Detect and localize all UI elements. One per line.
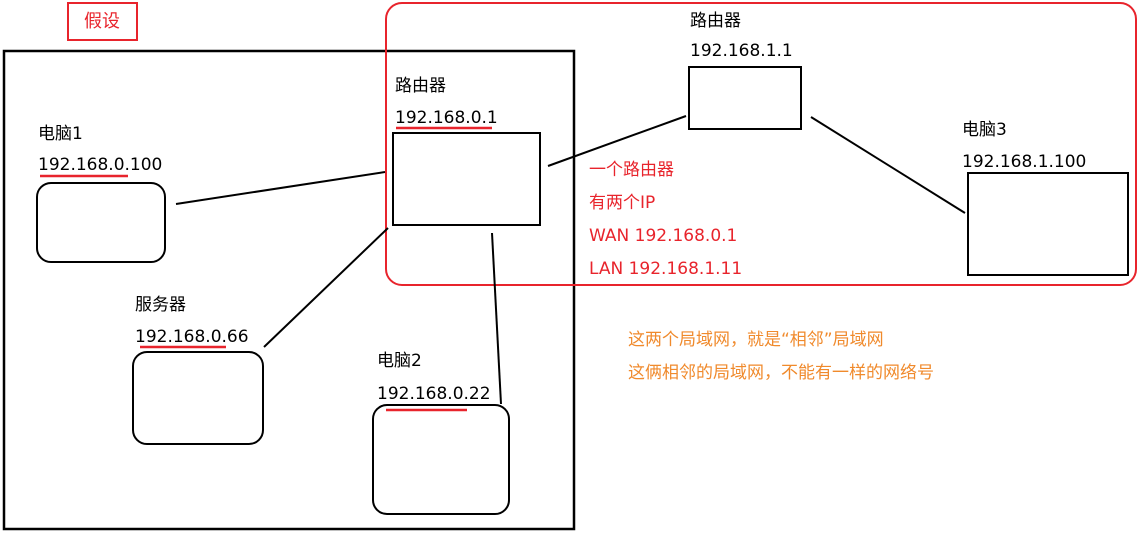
router-note-line3: WAN 192.168.0.1	[589, 226, 738, 246]
pc1-box	[36, 182, 166, 263]
pc3-ip: 192.168.1.100	[962, 152, 1087, 172]
server-ip: 192.168.0.66	[135, 327, 249, 347]
router-note-line2: 有两个IP	[589, 193, 656, 213]
title-box	[67, 2, 138, 41]
pc2-label: 电脑2	[377, 351, 422, 371]
link-pc2-router	[491, 232, 502, 405]
server-box	[132, 351, 264, 445]
link-server-router	[263, 227, 389, 348]
pc1-ip: 192.168.0.100	[38, 155, 163, 175]
link-pc1-router	[175, 171, 386, 205]
lan-note-line2: 这俩相邻的局域网，不能有一样的网络号	[628, 363, 934, 383]
pc3-box	[967, 172, 1129, 276]
lan-boundary-left	[2, 49, 576, 531]
pc1-label: 电脑1	[38, 124, 83, 144]
pc2-box	[372, 404, 510, 515]
router-top-box	[688, 66, 802, 130]
router-main-label: 路由器	[395, 76, 446, 96]
pc2-ip: 192.168.0.22	[377, 384, 491, 404]
router-top-label: 路由器	[690, 11, 741, 31]
router-note-line1: 一个路由器	[589, 160, 674, 180]
pc3-label: 电脑3	[962, 120, 1007, 140]
link-router-pc3	[810, 116, 966, 214]
lan-boundary-right	[385, 2, 1137, 286]
server-label: 服务器	[135, 295, 186, 315]
router-main-ip: 192.168.0.1	[395, 108, 498, 128]
title-label: 假设	[84, 11, 120, 32]
router-note-line4: LAN 192.168.1.11	[589, 259, 743, 279]
lan-note-line1: 这两个局域网，就是“相邻”局域网	[628, 330, 884, 350]
router-main-box	[392, 132, 541, 226]
router-top-ip: 192.168.1.1	[690, 41, 793, 61]
link-router-router	[547, 115, 687, 167]
